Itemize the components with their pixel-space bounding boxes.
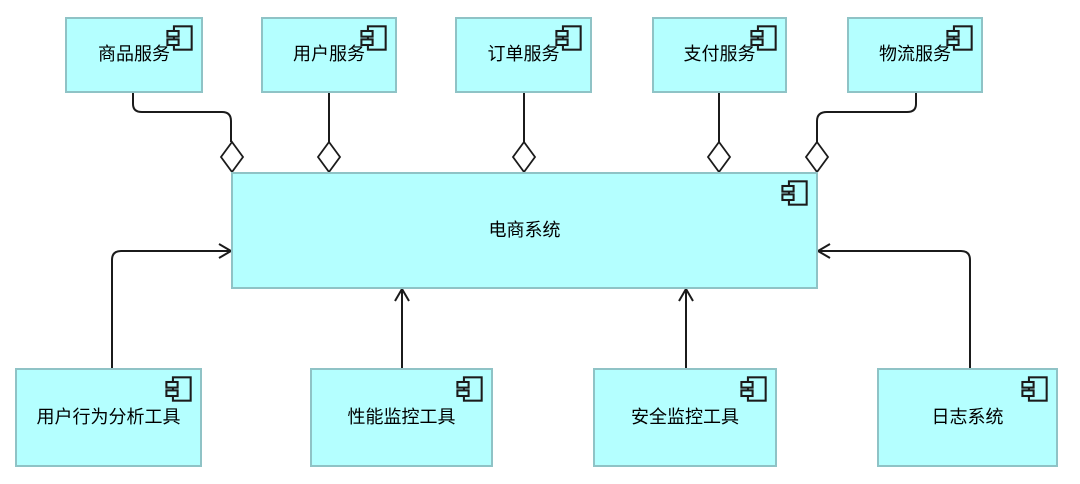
- component-icon: [781, 180, 808, 206]
- node-label: 订单服务: [487, 44, 560, 65]
- edge-product-service-to-system: [132, 93, 245, 174]
- edge-payment-service-to-system: [706, 93, 732, 174]
- component-icon: [1021, 376, 1048, 402]
- component-icon: [740, 376, 767, 402]
- node-label: 电商系统: [488, 219, 561, 241]
- node-security-monitor-tool: 安全监控工具: [593, 368, 777, 467]
- node-log-system: 日志系统: [877, 368, 1058, 467]
- edge-log-system-to-system: [816, 243, 971, 368]
- node-performance-monitor-tool: 性能监控工具: [310, 368, 493, 467]
- node-payment-service: 支付服务: [652, 17, 787, 93]
- node-logistics-service: 物流服务: [847, 17, 983, 93]
- component-icon: [166, 25, 193, 51]
- component-icon: [165, 376, 192, 402]
- node-label: 用户服务: [293, 44, 365, 65]
- node-label: 用户行为分析工具: [36, 406, 181, 428]
- edge-behavior-tool-to-system: [111, 243, 233, 368]
- component-icon: [750, 25, 777, 51]
- node-order-service: 订单服务: [455, 17, 592, 93]
- node-behavior-analysis-tool: 用户行为分析工具: [15, 368, 202, 467]
- node-ecommerce-system: 电商系统: [231, 172, 818, 289]
- component-icon: [946, 25, 973, 51]
- edge-performance-tool-to-system: [394, 287, 410, 368]
- node-label: 安全监控工具: [631, 406, 739, 428]
- edge-logistics-service-to-system: [804, 93, 917, 174]
- node-label: 支付服务: [683, 44, 756, 65]
- component-icon: [456, 376, 483, 402]
- node-product-service: 商品服务: [65, 17, 203, 93]
- node-user-service: 用户服务: [261, 17, 397, 93]
- component-icon: [555, 25, 582, 51]
- node-label: 商品服务: [98, 44, 170, 65]
- component-icon: [360, 25, 387, 51]
- edge-security-tool-to-system: [678, 287, 694, 368]
- node-label: 性能监控工具: [347, 406, 456, 428]
- edge-order-service-to-system: [511, 93, 537, 174]
- node-label: 日志系统: [931, 406, 1004, 428]
- node-label: 物流服务: [879, 44, 951, 65]
- edge-user-service-to-system: [316, 93, 342, 174]
